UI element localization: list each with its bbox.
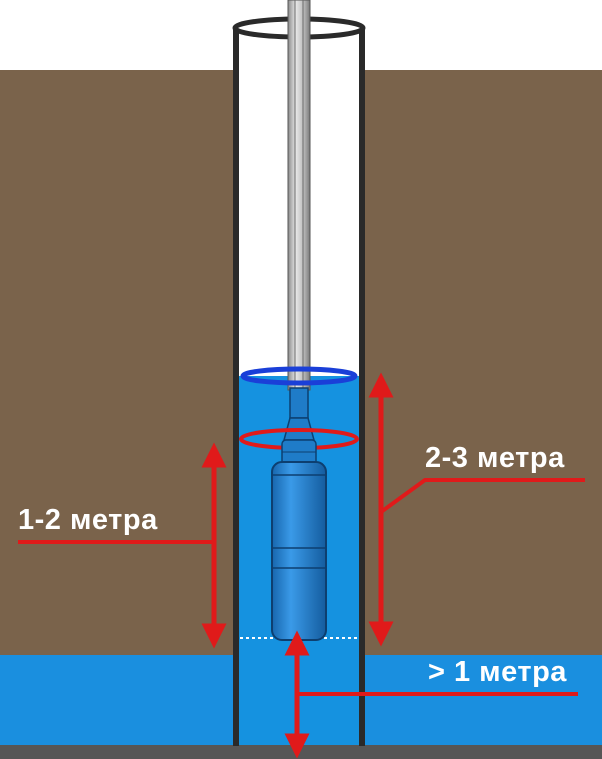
pump-body (271, 461, 327, 641)
leader-line-water-column (379, 478, 585, 514)
bedrock-layer (0, 745, 602, 759)
label-clearance: > 1 метра (428, 656, 567, 688)
casing-right-wall (359, 28, 365, 746)
casing-left-wall (233, 28, 239, 746)
pipe-coupling (289, 387, 309, 419)
label-pump-depth: 1-2 метра (18, 504, 158, 536)
label-water-column: 2-3 метра (425, 442, 565, 474)
water-level-ring (240, 366, 358, 386)
riser-pipe (287, 0, 311, 391)
